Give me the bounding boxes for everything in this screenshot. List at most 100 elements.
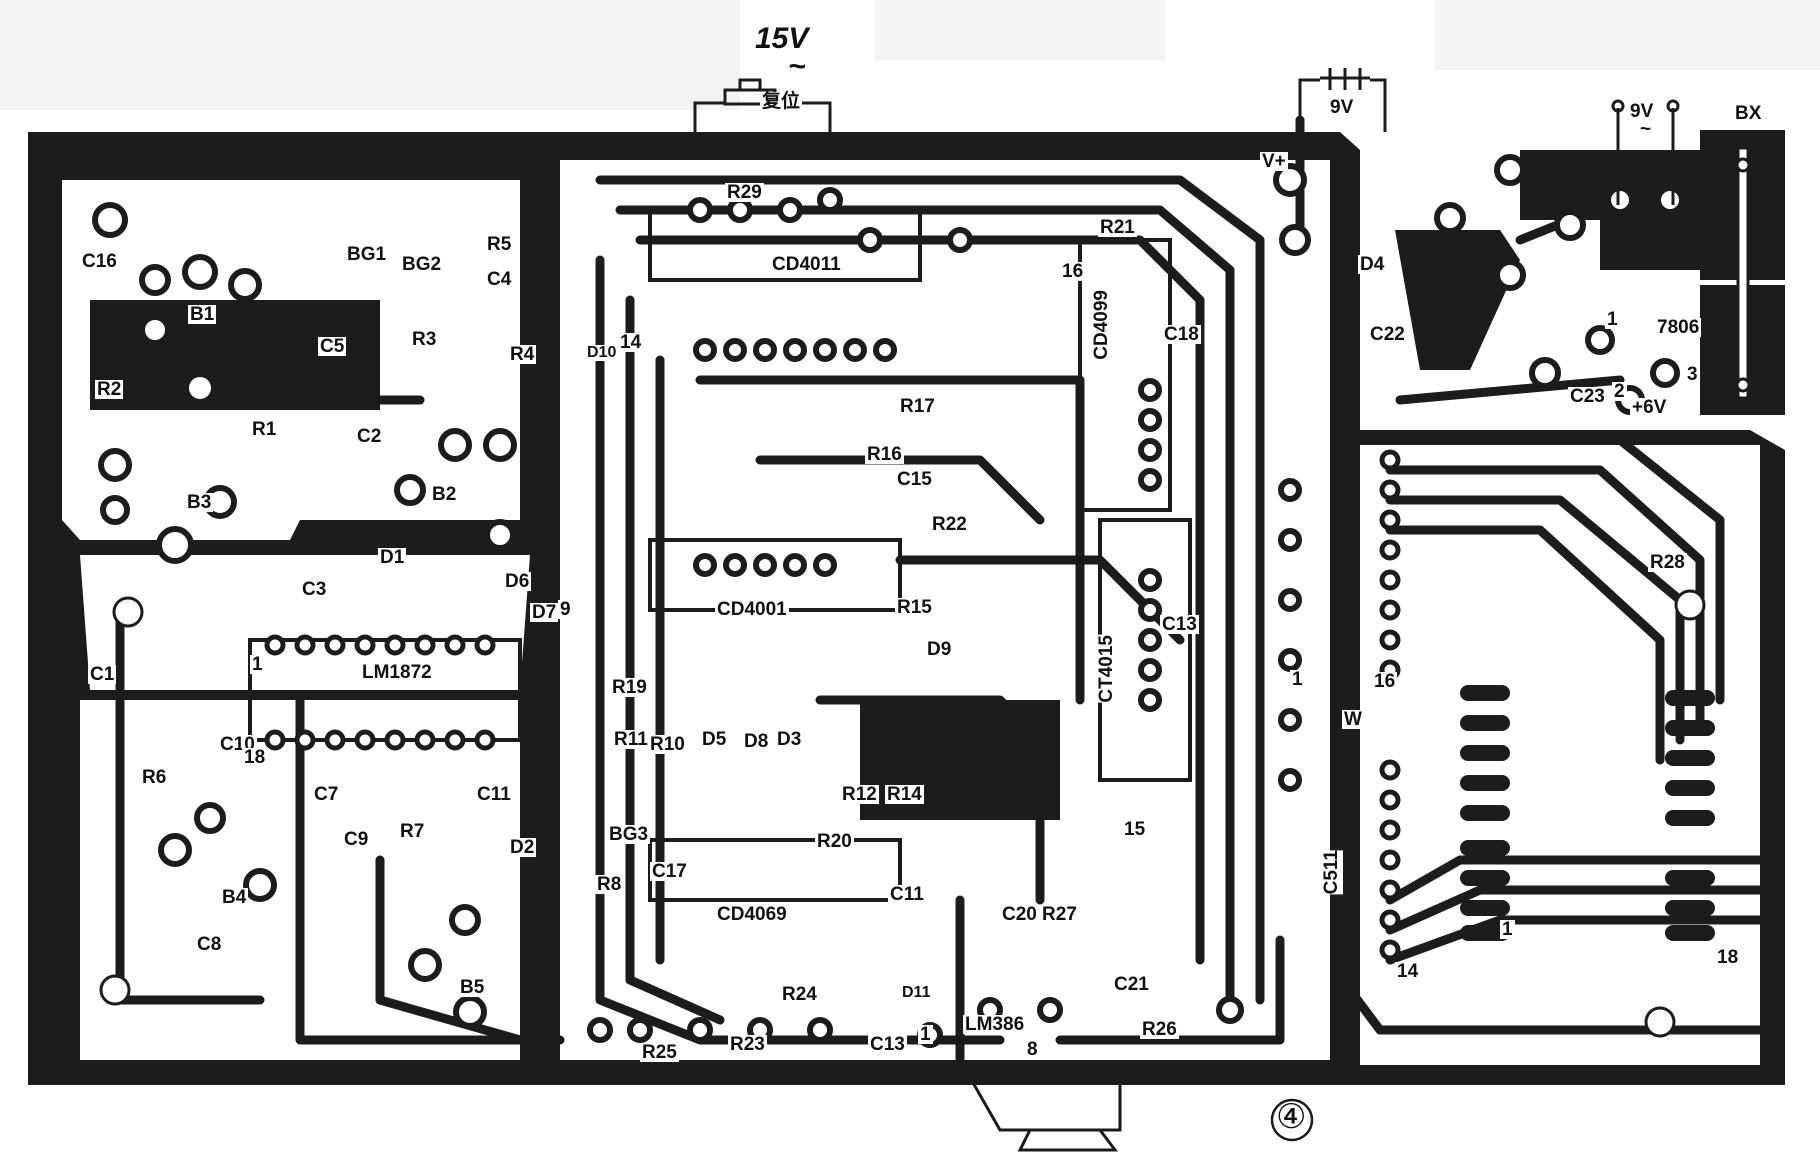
bg2-label: BG2 <box>400 254 444 275</box>
r1-label: R1 <box>250 419 279 440</box>
regulator-pin3: 3 <box>1685 364 1700 385</box>
d11-label: D11 <box>900 984 933 1001</box>
c18-label: C18 <box>1162 324 1201 345</box>
copper-islands <box>90 150 1760 820</box>
c1-label: C1 <box>88 664 117 685</box>
c13-right-label: C13 <box>1160 614 1199 635</box>
ac-9v-label: 9V <box>1630 101 1654 122</box>
pin18-marker: 18 <box>242 747 268 768</box>
fuse-label-top: BX <box>1735 103 1762 124</box>
c2-label: C2 <box>355 426 384 447</box>
d9-label: D9 <box>925 639 954 660</box>
w-zener-label: W <box>1342 709 1364 730</box>
reset-switch-label: 复位 <box>760 91 803 112</box>
ic-cd4011-label: CD4011 <box>770 254 843 275</box>
d2-label: D2 <box>508 837 537 858</box>
d5-label: D5 <box>700 729 729 750</box>
r16-label: R16 <box>865 444 904 465</box>
c11-right-label: C11 <box>888 884 926 905</box>
fuse-body <box>1735 146 1751 400</box>
r24-label: R24 <box>780 984 819 1005</box>
figure-number: ④ <box>1276 1098 1307 1136</box>
input-15v-label: 15V <box>755 22 809 55</box>
c13-bottom-label: C13 <box>868 1034 907 1055</box>
b2-label: B2 <box>430 484 459 505</box>
b1-label: B1 <box>188 304 217 325</box>
r27-label: R27 <box>1040 904 1079 925</box>
b5-label: B5 <box>458 977 487 998</box>
b4-label: B4 <box>220 887 249 908</box>
c3-label: C3 <box>300 579 329 600</box>
r26-label: R26 <box>1140 1019 1179 1040</box>
ic-cd4099-label: CD4099 <box>1090 290 1113 360</box>
c21-label: C21 <box>1112 974 1151 995</box>
r25-label: R25 <box>640 1042 679 1063</box>
pin14-display-marker: 14 <box>1395 961 1421 982</box>
pin1-display-marker: 1 <box>1500 919 1515 940</box>
ic-lm1872-label: LM1872 <box>360 662 434 683</box>
r29-label: R29 <box>725 182 764 203</box>
c22-label: C22 <box>1368 324 1407 345</box>
mounting-holes <box>99 589 1706 1038</box>
c11-left-label: C11 <box>475 784 513 805</box>
pin18-display-marker: 18 <box>1715 947 1741 968</box>
pin15-marker: 15 <box>1122 819 1148 840</box>
ac-symbol-label: ~ <box>788 50 806 83</box>
lm386-pin1-marker: 1 <box>918 1024 933 1045</box>
r20-label: R20 <box>815 831 854 852</box>
d3-label: D3 <box>775 729 804 750</box>
pin16-display-marker: 16 <box>1372 671 1398 692</box>
ic-c511-label: C511 <box>1320 850 1343 895</box>
lm386-pin8-marker: 8 <box>1025 1039 1040 1060</box>
r8-label: R8 <box>595 874 624 895</box>
r4-label: R4 <box>508 344 537 365</box>
output-6v-label: +6V <box>1630 397 1669 418</box>
r19-label: R19 <box>610 677 649 698</box>
regulator-pin1: 1 <box>1605 309 1620 330</box>
d8-label: D8 <box>742 731 771 752</box>
c5-label: C5 <box>318 336 347 357</box>
r22-label: R22 <box>930 514 969 535</box>
pin9-marker: 9 <box>558 599 573 620</box>
r10-label: R10 <box>648 734 687 755</box>
c16-label: C16 <box>80 251 119 272</box>
fig-circle <box>1270 1098 1314 1142</box>
d10-label: D10 <box>585 344 619 361</box>
regulator-pin2: 2 <box>1612 381 1627 402</box>
pad-rows <box>264 449 1401 961</box>
regulator-label: 7806 <box>1655 317 1702 338</box>
c7-label: C7 <box>312 784 341 805</box>
c8-label: C8 <box>195 934 224 955</box>
ic-ct4015-label: CT4015 <box>1095 635 1118 703</box>
c15-label: C15 <box>895 469 934 490</box>
d7-label: D7 <box>530 602 559 623</box>
r12-label: R12 <box>840 784 879 805</box>
ic-cd4069-label: CD4069 <box>715 904 789 925</box>
c20-label: C20 <box>1000 904 1039 925</box>
c4-label: C4 <box>485 269 514 290</box>
r21-label: R21 <box>1098 217 1137 238</box>
pin16-marker: 16 <box>1060 261 1086 282</box>
r14-label: R14 <box>885 784 924 805</box>
d1-label: D1 <box>378 547 407 568</box>
r28-label: R28 <box>1648 552 1687 573</box>
d6-label: D6 <box>503 571 532 592</box>
r2-label: R2 <box>95 379 124 400</box>
r5-label: R5 <box>485 234 514 255</box>
d4-label: D4 <box>1358 254 1387 275</box>
r11-label: R11 <box>612 729 650 750</box>
ic-lm386-label: LM386 <box>963 1014 1027 1035</box>
pin1-marker: 1 <box>250 654 265 675</box>
battery-9v-label: 9V <box>1328 97 1356 118</box>
r17-label: R17 <box>898 396 937 417</box>
bg3-label: BG3 <box>607 824 651 845</box>
c9-label: C9 <box>342 829 371 850</box>
c23-label: C23 <box>1568 386 1607 407</box>
pin1-right-marker: 1 <box>1290 669 1305 690</box>
external-wiring <box>693 68 1680 1152</box>
pin14-marker: 14 <box>618 332 644 353</box>
r7-label: R7 <box>398 821 427 842</box>
r3-label: R3 <box>410 329 439 350</box>
r23-label: R23 <box>728 1034 767 1055</box>
